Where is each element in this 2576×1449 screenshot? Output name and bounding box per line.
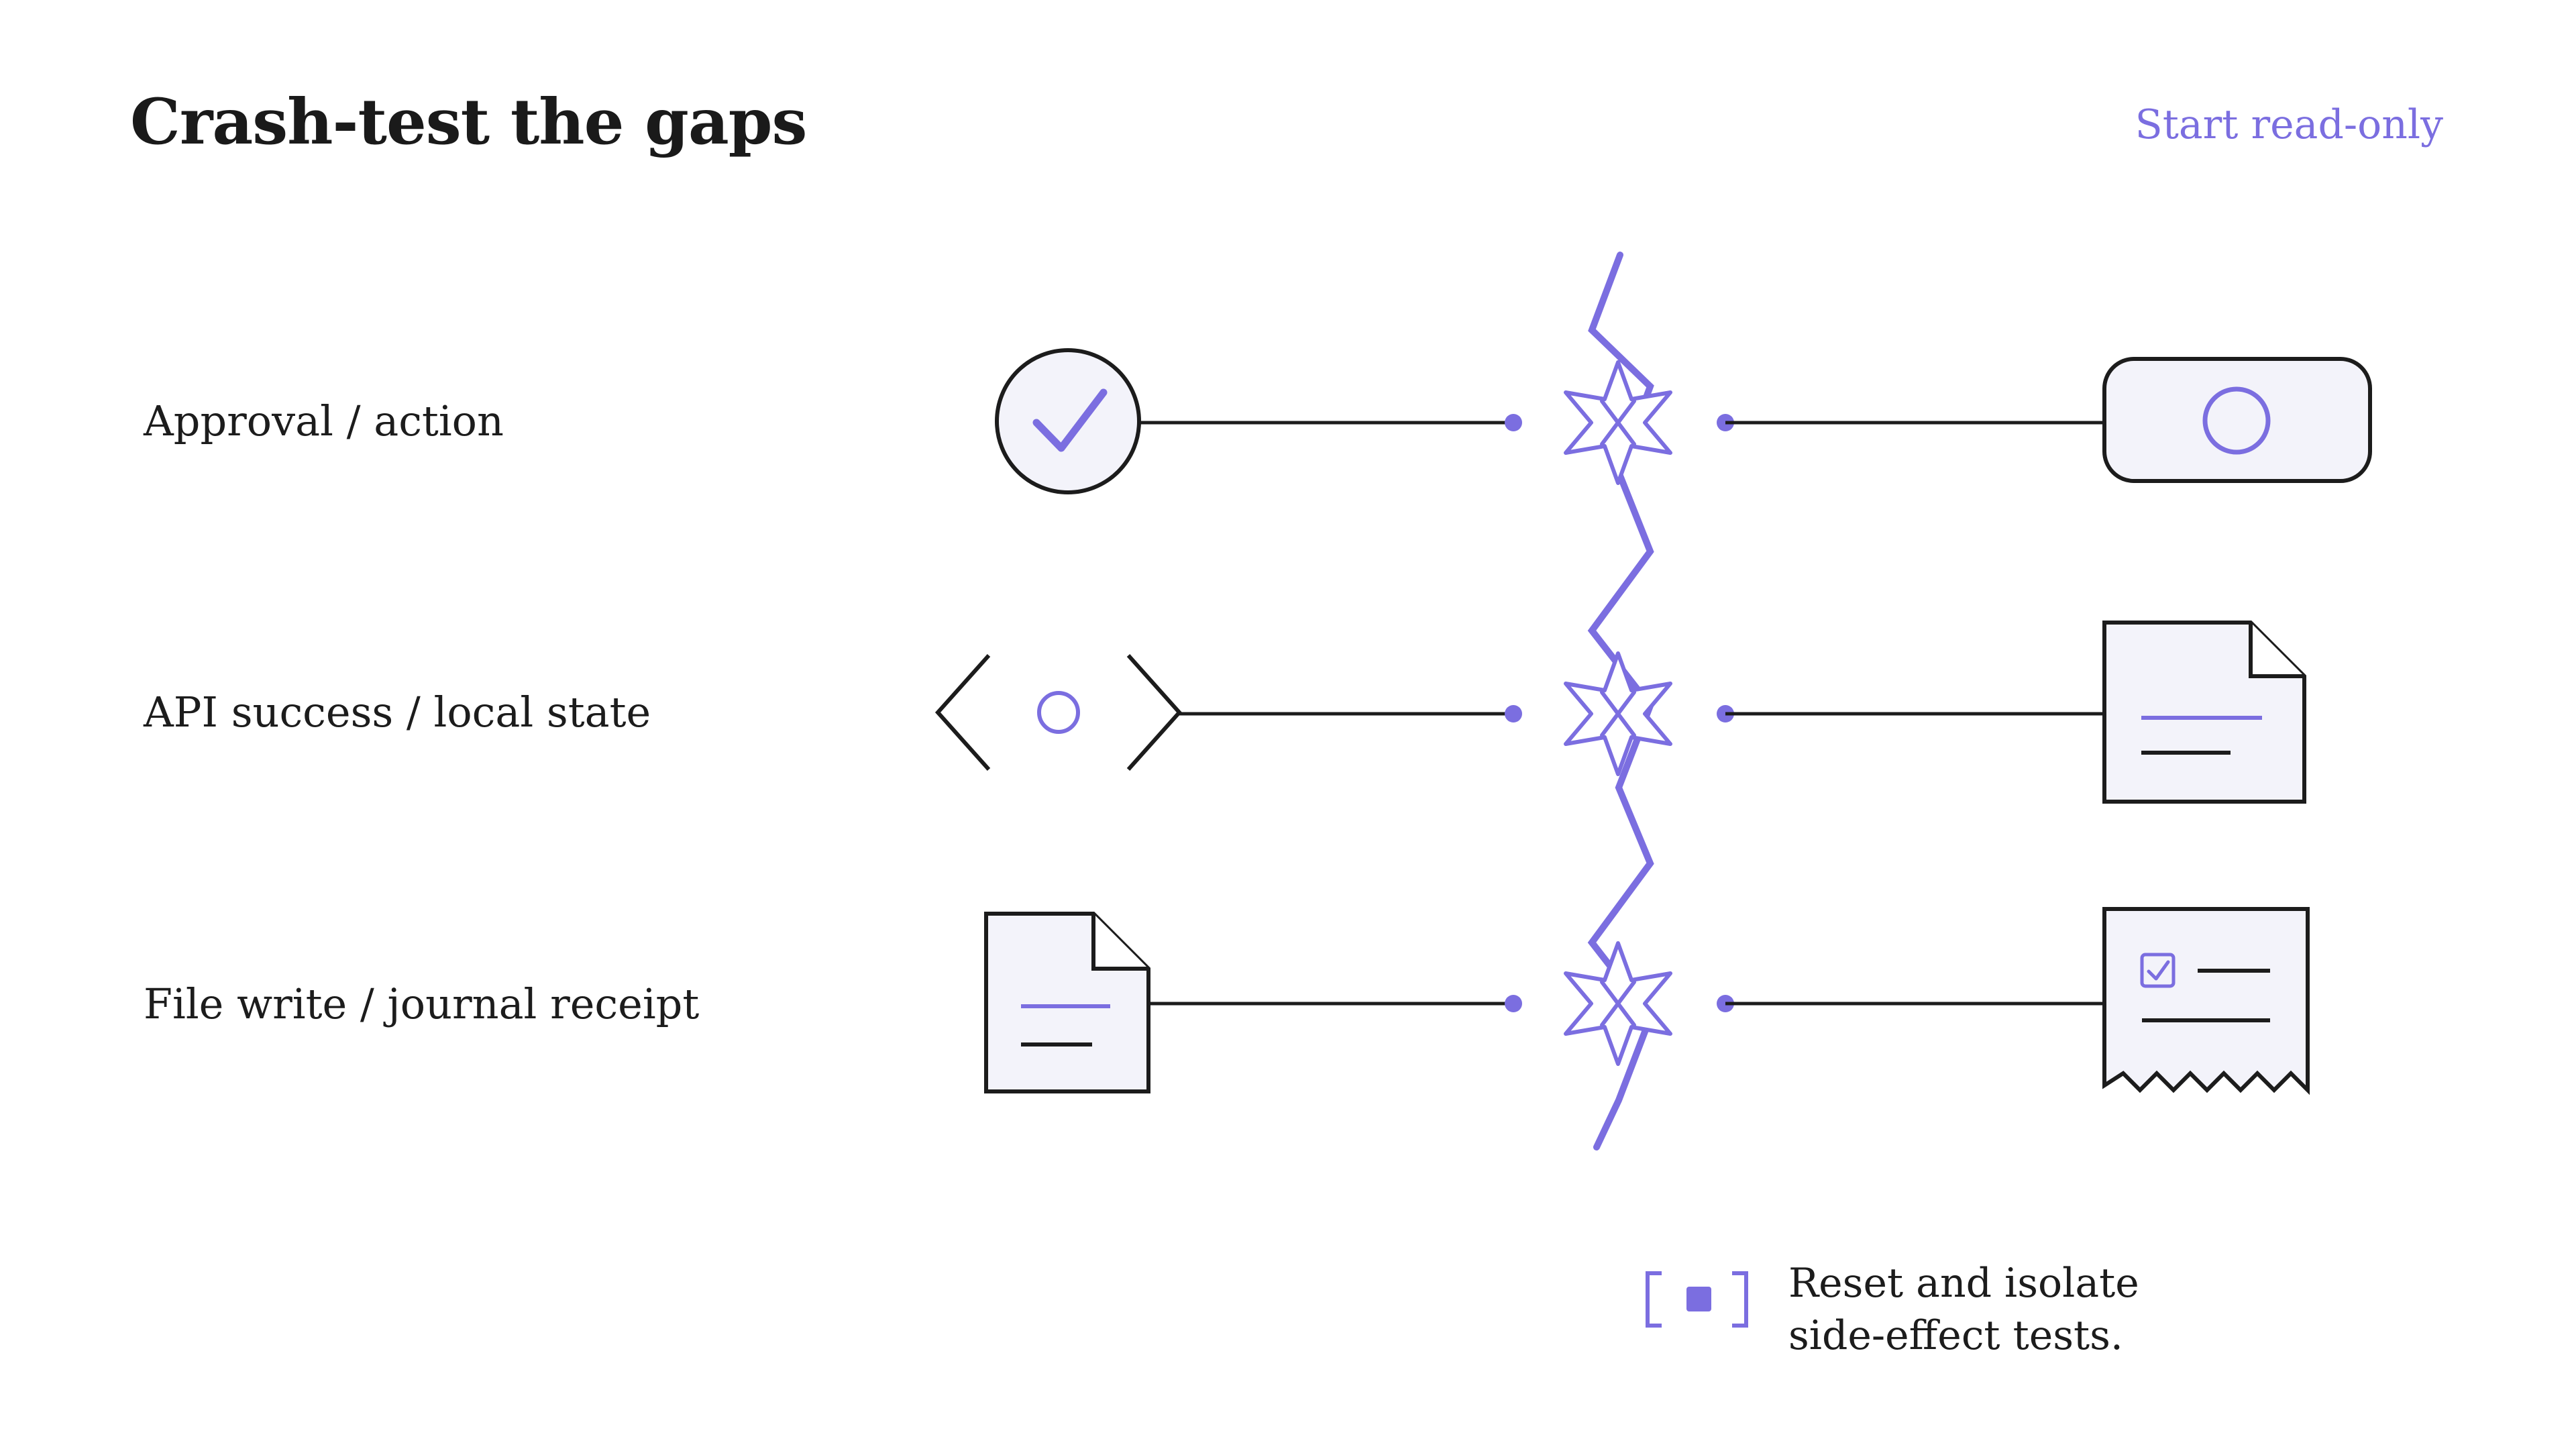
connector-row-api [1178, 705, 2106, 722]
isolate-brackets-icon [1646, 1271, 1748, 1328]
row-label-approval-action: Approval / action [144, 396, 504, 445]
check-circle-icon [995, 348, 1141, 494]
isolation-note: Reset and isolate side-effect tests. [1788, 1257, 2139, 1362]
row-label-file-write-journal-receipt: File write / journal receipt [144, 979, 700, 1028]
page-title: Crash-test the gaps [130, 85, 807, 159]
toggle-switch-icon [2102, 357, 2372, 483]
note-line: Reset and isolate [1788, 1260, 2139, 1307]
crash-burst-icon [1566, 653, 1670, 774]
code-brackets-icon [934, 654, 1183, 771]
row-label-api-success-local-state: API success / local state [144, 688, 651, 737]
connector-row-file [1150, 995, 2106, 1012]
crash-burst-icon [1566, 362, 1670, 483]
document-icon [984, 912, 1150, 1093]
note-line: side-effect tests. [1788, 1312, 2123, 1359]
start-read-only-link[interactable]: Start read-only [2135, 101, 2443, 148]
crash-burst-icon [1566, 943, 1670, 1064]
receipt-icon [2102, 907, 2310, 1095]
connector-row-approval [1140, 414, 2106, 431]
document-icon [2102, 621, 2306, 804]
